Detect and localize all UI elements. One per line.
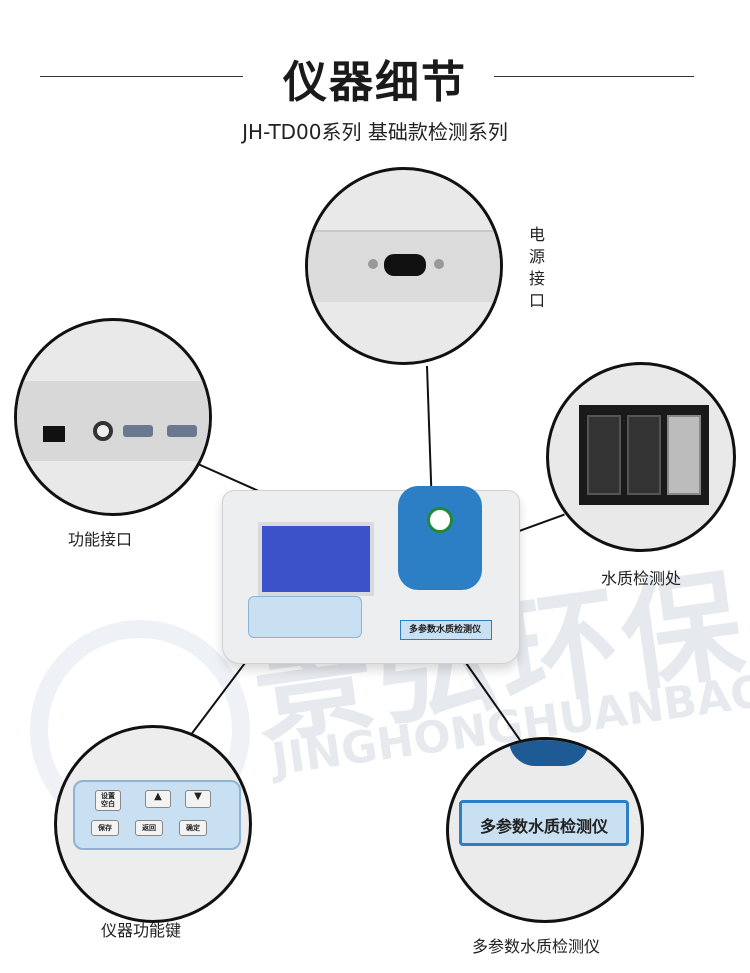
callout-label-keys: 仪器功能键 xyxy=(101,921,182,940)
serial-port-icon xyxy=(123,425,153,437)
serial-port-icon xyxy=(167,425,197,437)
connector-power xyxy=(426,365,433,489)
up-key[interactable]: ▲ xyxy=(145,790,171,808)
back-key[interactable]: 返回 xyxy=(135,820,163,836)
device-logo-icon xyxy=(427,507,453,533)
header-rule-left xyxy=(40,76,243,77)
cuvette-icon xyxy=(667,415,701,495)
connector-function-port xyxy=(197,463,263,494)
nameplate-zoom-text: 多参数水质检测仪 xyxy=(479,817,608,836)
callout-circle-power xyxy=(305,167,503,365)
callout-label-nameplate: 多参数水质检测仪 xyxy=(472,937,601,956)
save-key[interactable]: 保存 xyxy=(91,820,119,836)
audio-jack-icon xyxy=(93,421,113,441)
cuvette-slot-icon xyxy=(587,415,621,495)
screw-icon xyxy=(368,259,378,269)
switch-icon xyxy=(43,426,65,442)
callout-circle-nameplate: 多参数水质检测仪 xyxy=(446,737,644,923)
power-socket-icon xyxy=(384,254,426,276)
callout-circle-function-port xyxy=(14,318,212,516)
nameplate-zoom xyxy=(459,800,629,846)
cover-edge xyxy=(509,740,589,766)
header-rule-right xyxy=(494,76,694,77)
confirm-key[interactable]: 确定 xyxy=(179,820,207,836)
callout-label-power: 电源接口 xyxy=(526,226,545,314)
callout-label-slot: 水质检测处 xyxy=(601,569,682,588)
page-subtitle: JH-TD00系列 基础款检测系列 xyxy=(242,120,508,144)
device-cover xyxy=(398,486,482,590)
callout-circle-slot xyxy=(546,362,736,552)
set-clear-key[interactable]: 设置 空白 xyxy=(95,790,121,811)
device-key-panel xyxy=(248,596,362,638)
device-nameplate-text: 多参数水质检测仪 xyxy=(408,625,481,635)
screw-icon xyxy=(434,259,444,269)
device-nameplate xyxy=(400,620,492,640)
callout-label-function-port: 功能接口 xyxy=(68,530,133,549)
page-title: 仪器细节 xyxy=(283,57,467,108)
port-panel xyxy=(17,381,209,461)
callout-circle-keys: 设置 空白 ▲ ▼ 保存 返回 确定 xyxy=(54,725,252,923)
device-screen xyxy=(258,522,374,596)
cuvette-slot-icon xyxy=(627,415,661,495)
down-key[interactable]: ▼ xyxy=(185,790,211,808)
